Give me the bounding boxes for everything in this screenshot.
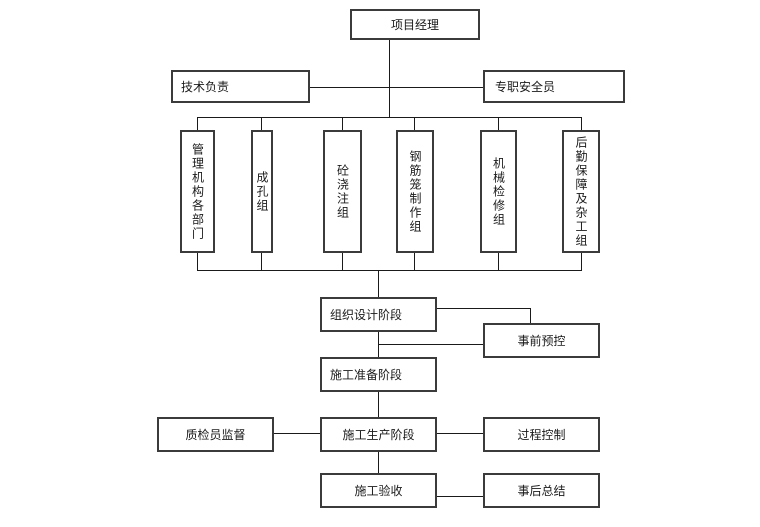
org-design-phase-label: 组织设计阶段	[330, 308, 403, 322]
box-post-summary: 事后总结	[483, 473, 600, 508]
connector-qc-production	[273, 433, 320, 434]
box-team-machinery-maintenance: 机械检修组	[480, 130, 517, 253]
connector-stub-team-3	[342, 253, 343, 271]
post-summary-label: 事后总结	[517, 484, 566, 498]
connector-orgdesign-precontrol-v	[530, 308, 531, 323]
team-label: 成孔组	[255, 170, 269, 213]
connector-orgdesign-precontrol-h	[437, 308, 531, 309]
box-safety-officer: 专职安全员	[483, 70, 625, 103]
connector-stub-team-6	[581, 253, 582, 271]
prep-phase-label: 施工准备阶段	[330, 368, 403, 382]
connector-stub-team-2	[261, 253, 262, 271]
connector-drop-team-2	[261, 117, 262, 131]
production-phase-label: 施工生产阶段	[342, 428, 415, 442]
connector-gather-down	[378, 270, 379, 297]
box-process-control: 过程控制	[483, 417, 600, 452]
acceptance-label: 施工验收	[354, 484, 403, 498]
safety-officer-label: 专职安全员	[495, 80, 556, 94]
process-control-label: 过程控制	[517, 428, 566, 442]
box-team-management-departments: 管理机构各部门	[180, 130, 215, 253]
team-label: 砼浇注组	[335, 163, 350, 220]
box-team-concrete-pouring: 砼浇注组	[323, 130, 362, 253]
box-project-manager: 项目经理	[350, 9, 480, 40]
connector-stub-team-1	[197, 253, 198, 271]
connector-production-acceptance	[378, 452, 379, 473]
project-manager-label: 项目经理	[390, 18, 439, 32]
connector-tech-safety	[310, 87, 483, 88]
box-prep-phase: 施工准备阶段	[320, 357, 437, 392]
connector-pm-down	[389, 40, 390, 118]
box-team-rebar-cage: 钢筋笼制作组	[396, 130, 434, 253]
pre-control-label: 事前预控	[517, 334, 566, 348]
connector-drop-team-5	[498, 117, 499, 131]
box-production-phase: 施工生产阶段	[320, 417, 437, 452]
box-org-design-phase: 组织设计阶段	[320, 297, 437, 332]
box-team-logistics: 后勤保障及杂工组	[562, 130, 600, 253]
connector-branch-precontrol	[378, 344, 483, 345]
box-technical-lead: 技术负责	[171, 70, 310, 103]
box-qc-supervision: 质检员监督	[157, 417, 274, 452]
box-pre-control: 事前预控	[483, 323, 600, 358]
qc-supervision-label: 质检员监督	[185, 428, 246, 442]
connector-stub-team-5	[498, 253, 499, 271]
connector-acceptance-summary	[437, 496, 483, 497]
team-label: 管理机构各部门	[190, 142, 205, 241]
technical-lead-label: 技术负责	[181, 80, 230, 94]
connector-production-process	[437, 433, 483, 434]
connector-drop-team-6	[581, 117, 582, 131]
connector-drop-team-1	[197, 117, 198, 131]
team-label: 后勤保障及杂工组	[574, 135, 588, 248]
connector-distribution-top	[197, 117, 582, 118]
team-label: 机械检修组	[491, 156, 506, 227]
connector-prep-production	[378, 392, 379, 417]
connector-stub-team-4	[414, 253, 415, 271]
connector-drop-team-4	[414, 117, 415, 131]
box-team-hole-forming: 成孔组	[251, 130, 273, 253]
connector-gather-bottom	[197, 270, 582, 271]
connector-drop-team-3	[342, 117, 343, 131]
box-acceptance: 施工验收	[320, 473, 437, 508]
team-label: 钢筋笼制作组	[408, 149, 422, 234]
